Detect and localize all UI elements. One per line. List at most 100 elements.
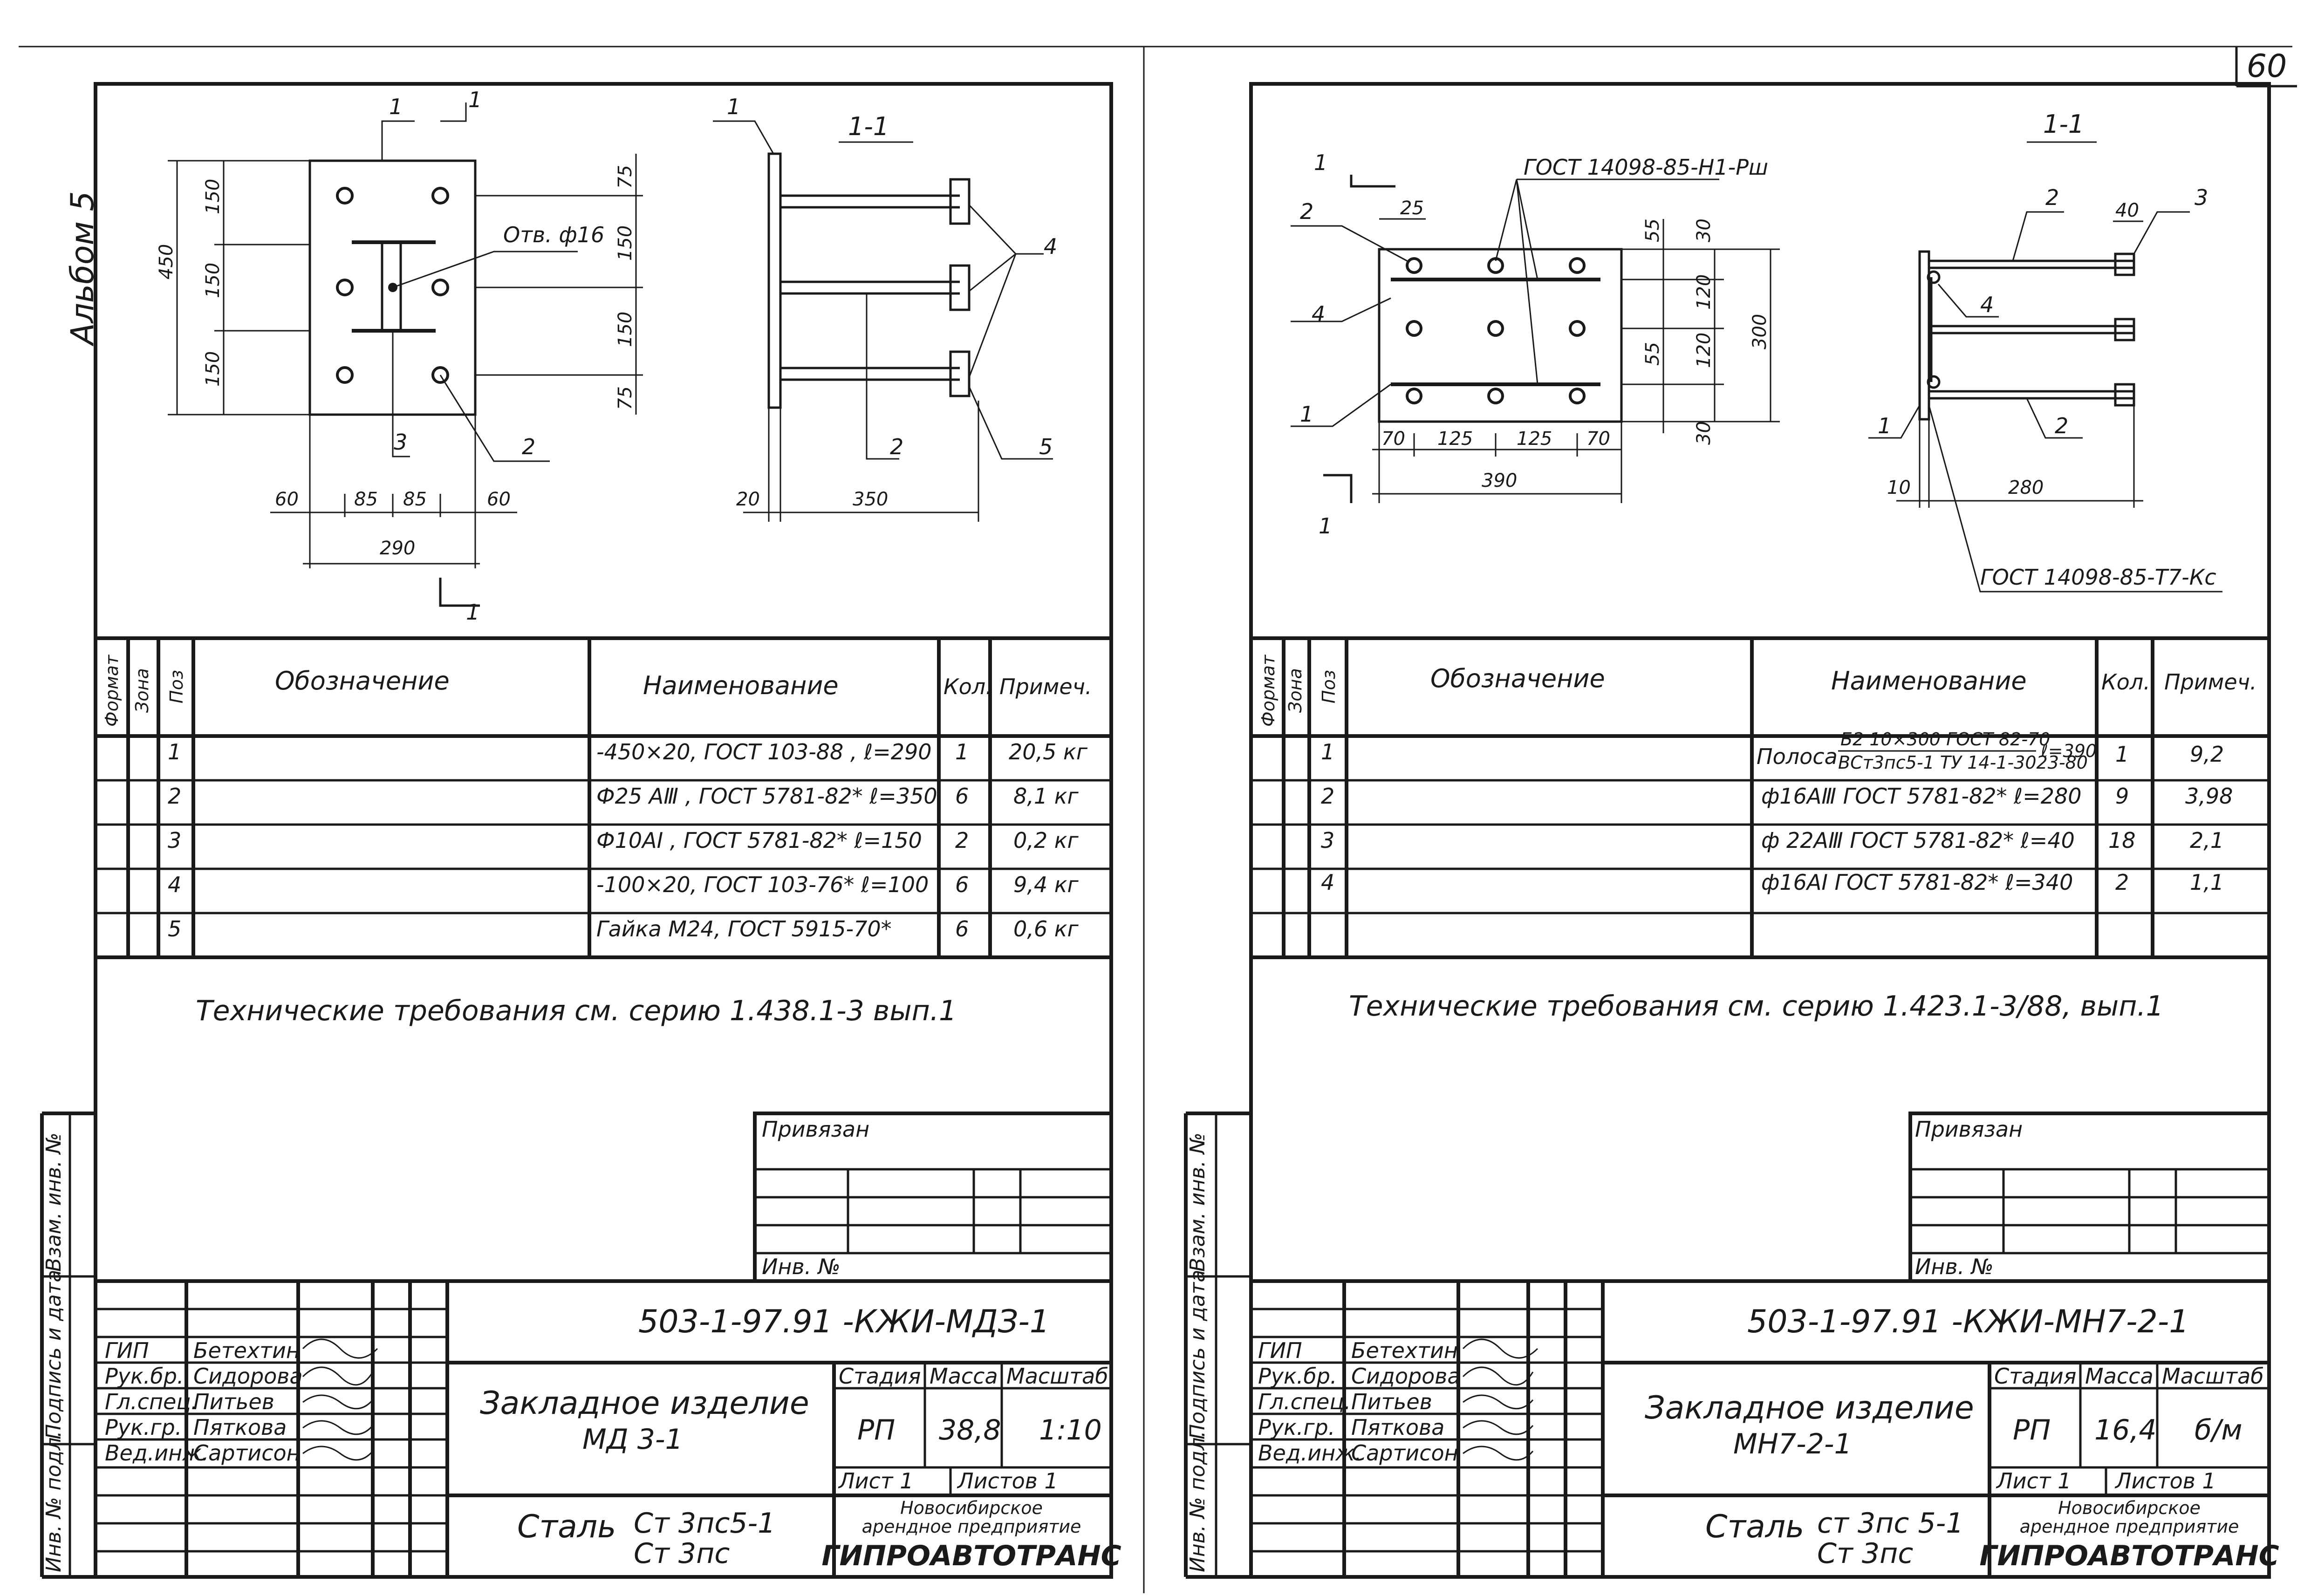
svg-text:20,5 кг: 20,5 кг bbox=[1009, 739, 1088, 764]
svg-text:6: 6 bbox=[955, 916, 969, 941]
plate-front-view: 450 150 150 150 75 150 150 75 60 85 85 6… bbox=[156, 87, 643, 625]
signatures bbox=[302, 1338, 378, 1461]
side-label-replace: Взам. инв. № bbox=[1186, 1132, 1210, 1272]
svg-text:1: 1 bbox=[2115, 742, 2129, 767]
svg-text:18: 18 bbox=[2108, 828, 2136, 853]
left-inv-label: Инв. № bbox=[762, 1254, 841, 1279]
table-row: 2 Ф25 АⅢ , ГОСТ 5781-82* ℓ=350 6 8,1 кг bbox=[168, 784, 1079, 809]
right-section-mark-top: 1 bbox=[1314, 150, 1327, 175]
left-org3: ГИПРОАВТОТРАНС bbox=[821, 1540, 1121, 1572]
dim-75b: 75 bbox=[615, 386, 636, 410]
svg-text:Ф25 АⅢ , ГОСТ 5781-82* ℓ=350: Ф25 АⅢ , ГОСТ 5781-82* ℓ=350 bbox=[596, 784, 937, 809]
dim-150b: 150 bbox=[202, 263, 224, 298]
svg-text:4: 4 bbox=[168, 872, 181, 897]
side-label-replace: Взам. инв. № bbox=[42, 1132, 66, 1272]
left-section-mark-bottom: 1 bbox=[466, 600, 479, 625]
left-sec-pos5: 5 bbox=[1039, 434, 1053, 459]
dim-120a: 120 bbox=[1693, 274, 1715, 310]
table-row: 3 ф 22АⅢ ГОСТ 5781-82* ℓ=40 18 2,1 bbox=[1321, 828, 2224, 853]
dim-30b: 30 bbox=[1693, 421, 1715, 445]
dim-290: 290 bbox=[380, 538, 415, 559]
left-steel-label: Сталь bbox=[517, 1508, 616, 1545]
person-name: Сидорова bbox=[193, 1364, 303, 1389]
role-ruk-br: Рук.бр. bbox=[105, 1364, 184, 1389]
left-sec-pos1: 1 bbox=[727, 94, 740, 119]
dim-20: 20 bbox=[736, 489, 760, 510]
dim-55a: 55 bbox=[1642, 218, 1663, 242]
right-sec-pos2-bottom: 2 bbox=[2055, 413, 2068, 438]
dim-150-right-a: 150 bbox=[615, 225, 636, 261]
left-side-stamp: Взам. инв. № Подпись и дата Инв. № подл. bbox=[40, 1112, 96, 1579]
table-row: 4 -100×20, ГОСТ 103-76* ℓ=100 6 9,4 кг bbox=[168, 872, 1079, 897]
right-sec-pos2-top: 2 bbox=[2045, 185, 2059, 210]
left-steel2: Ст 3пс bbox=[634, 1537, 730, 1570]
person-name: Бетехтин bbox=[1351, 1338, 1458, 1363]
dim-120b: 120 bbox=[1693, 333, 1715, 368]
col-name: Наименование bbox=[1831, 666, 2027, 696]
mass-value: 16,4 bbox=[2094, 1414, 2157, 1446]
svg-text:2: 2 bbox=[1321, 784, 1334, 809]
svg-text:0,6 кг: 0,6 кг bbox=[1013, 916, 1079, 941]
role-ruk-br: Рук.бр. bbox=[1258, 1364, 1337, 1389]
right-sec-pos1: 1 bbox=[1878, 413, 1891, 438]
row1-prefix: Полоса bbox=[1757, 744, 1838, 769]
person-name: Питьев bbox=[193, 1389, 274, 1414]
page-number-box: 60 bbox=[2235, 47, 2297, 88]
svg-text:9: 9 bbox=[2115, 784, 2129, 809]
right-tech-requirements: Технические требования см. серию 1.423.1… bbox=[1349, 990, 2164, 1023]
right-item-title: Закладное изделие bbox=[1645, 1390, 1974, 1426]
right-pos4: 4 bbox=[1312, 301, 1325, 327]
svg-text:1: 1 bbox=[955, 739, 969, 764]
svg-text:2: 2 bbox=[955, 828, 969, 853]
dim-280: 280 bbox=[2008, 477, 2044, 498]
left-section-mark-top: 1 bbox=[468, 87, 482, 112]
svg-text:Ф10АI , ГОСТ 5781-82* ℓ=150: Ф10АI , ГОСТ 5781-82* ℓ=150 bbox=[596, 828, 922, 853]
dim-150a: 150 bbox=[202, 179, 224, 214]
side-label-inv: Инв. № подл. bbox=[1186, 1431, 1210, 1572]
dim-85b: 85 bbox=[403, 489, 427, 510]
svg-text:8,1 кг: 8,1 кг bbox=[1013, 784, 1079, 809]
page-number: 60 bbox=[2247, 48, 2287, 85]
mass-value: 38,8 bbox=[939, 1414, 1001, 1446]
sheets-label: Листов 1 bbox=[2114, 1468, 2216, 1494]
table-row: 2 ф16АⅢ ГОСТ 5781-82* ℓ=280 9 3,98 bbox=[1321, 784, 2233, 809]
svg-text:3: 3 bbox=[168, 828, 181, 853]
right-inv-label: Инв. № bbox=[1915, 1254, 1994, 1279]
right-pos2: 2 bbox=[1300, 199, 1313, 224]
col-zone: Зона bbox=[132, 668, 152, 713]
svg-text:2: 2 bbox=[2115, 870, 2129, 895]
left-pos3-label: 3 bbox=[394, 430, 407, 455]
sheets-label: Листов 1 bbox=[957, 1468, 1058, 1494]
col-format: Формат bbox=[1258, 654, 1279, 727]
person-name: Сидорова bbox=[1351, 1364, 1461, 1389]
role-ved-inzh: Вед.инж. bbox=[105, 1440, 208, 1466]
svg-text:3,98: 3,98 bbox=[2185, 784, 2233, 809]
col-pos: Поз bbox=[166, 670, 187, 703]
person-name: Бетехтин bbox=[193, 1338, 300, 1363]
svg-text:6: 6 bbox=[955, 784, 969, 809]
left-section-title: 1-1 bbox=[848, 112, 889, 141]
col-pos: Поз bbox=[1319, 670, 1339, 703]
right-section-title: 1-1 bbox=[2043, 109, 2084, 139]
right-org2: арендное предприятие bbox=[2020, 1516, 2239, 1537]
dim-300: 300 bbox=[1749, 314, 1771, 349]
right-sec-pos3: 3 bbox=[2195, 185, 2208, 210]
right-steel-label: Сталь bbox=[1705, 1508, 1804, 1545]
dim-30a: 30 bbox=[1693, 218, 1715, 242]
side-label-inv: Инв. № подл. bbox=[42, 1431, 66, 1572]
table-row: 5 Гайка М24, ГОСТ 5915-70* 6 0,6 кг bbox=[168, 916, 1079, 941]
anchor-studs bbox=[336, 187, 449, 384]
side-label-sign: Подпись и дата bbox=[1186, 1270, 1210, 1439]
right-steel1: ст 3пс 5-1 bbox=[1817, 1507, 1963, 1540]
right-org3: ГИПРОАВТОТРАНС bbox=[1979, 1540, 2279, 1572]
left-spec-table: Формат Зона Поз Обозначение Наименование… bbox=[96, 638, 1111, 959]
dim-60a: 60 bbox=[275, 489, 299, 510]
left-item-code: МД 3-1 bbox=[582, 1423, 683, 1456]
right-section-mark-bottom: 1 bbox=[1319, 513, 1332, 539]
right-doc-code: 503-1-97.91 -КЖИ-МН7-2-1 bbox=[1747, 1303, 2189, 1340]
role-gip: ГИП bbox=[1258, 1338, 1302, 1363]
left-tech-requirements: Технические требования см. серию 1.438.1… bbox=[196, 995, 957, 1027]
svg-text:9,4 кг: 9,4 кг bbox=[1013, 872, 1079, 897]
person-name: Пяткова bbox=[1351, 1415, 1444, 1440]
anchor-studs bbox=[1406, 257, 1586, 404]
